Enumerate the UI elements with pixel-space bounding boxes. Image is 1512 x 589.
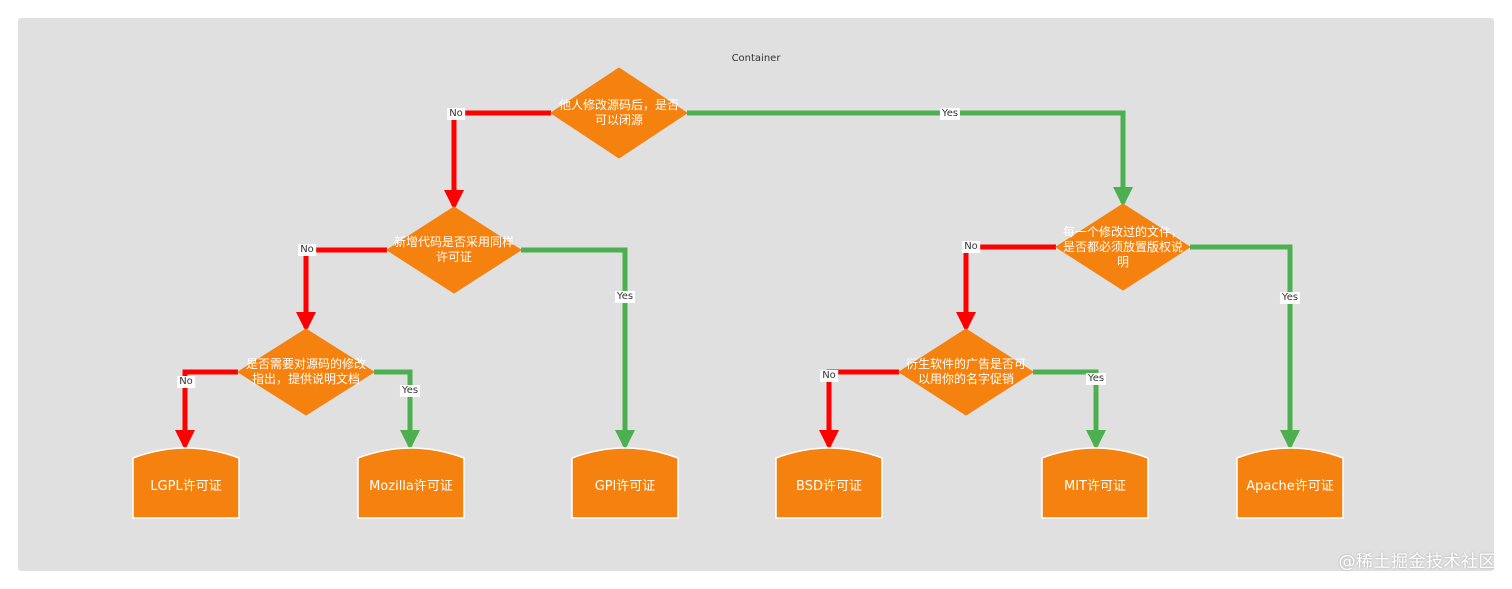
edge-label-no: No [447, 108, 465, 120]
edge-d2-t3-yes [521, 247, 635, 450]
decision-label-d1: 他人修改源码后，是否 可以闭源 [558, 98, 679, 127]
edge-d1-d3-yes [687, 110, 1133, 207]
edge-d1-d2-no [444, 110, 551, 210]
edge-d3-t6-yes [1190, 244, 1300, 450]
edge-label-yes: Yes [399, 385, 421, 397]
watermark-text: @稀土掘金技术社区 [1338, 552, 1496, 572]
decision-node-d2[interactable] [386, 206, 522, 294]
decision-node-d5[interactable] [898, 328, 1034, 416]
edge-d5-t5-yes [1033, 369, 1106, 450]
license-node-t5[interactable] [1041, 447, 1149, 519]
container-title: Container [731, 53, 781, 64]
license-node-t1[interactable] [132, 447, 240, 519]
license-label-t2: Mozilla许可证 [369, 478, 453, 494]
edge-label-no: No [298, 244, 316, 256]
edge-label-no: No [820, 370, 838, 382]
edge-label-yes: Yes [1279, 292, 1301, 304]
decision-node-d4[interactable] [237, 328, 375, 416]
license-label-t4: BSD许可证 [796, 478, 862, 494]
license-node-t2[interactable] [357, 447, 465, 519]
decision-node-d3[interactable] [1055, 203, 1191, 291]
license-label-t1: LGPL许可证 [150, 478, 222, 494]
license-node-t6[interactable] [1236, 447, 1344, 519]
edge-label-yes: Yes [614, 291, 636, 303]
decision-node-d1[interactable] [550, 67, 688, 159]
license-node-t4[interactable] [775, 447, 883, 519]
decision-label-d2: 新增代码是否采用同样 许可证 [393, 235, 514, 264]
edge-d4-t1-no [175, 369, 238, 450]
decision-label-d4: 是否需要对源码的修改 指出，提供说明文档 [245, 357, 366, 386]
decision-label-d5: 衍生软件的广告是否可 以用你的名字促销 [905, 357, 1026, 386]
license-label-t3: GPl许可证 [594, 478, 656, 494]
edge-label-no: No [177, 376, 195, 388]
edge-d2-d4-no [296, 247, 387, 332]
edge-label-yes: Yes [939, 108, 961, 120]
license-label-t6: Apache许可证 [1246, 478, 1334, 494]
edge-label-no: No [962, 241, 980, 253]
decision-label-d3: 每一个修改过的文件， 是否都必须放置版权说 明 [1062, 224, 1183, 269]
edge-d3-d5-no [956, 244, 1056, 332]
license-label-t5: MIT许可证 [1064, 478, 1126, 494]
license-node-t3[interactable] [571, 447, 679, 519]
edge-d5-t4-no [819, 369, 899, 450]
edge-d4-t2-yes [374, 369, 420, 450]
nodes-layer [132, 67, 1344, 519]
edge-label-yes: Yes [1085, 373, 1107, 385]
